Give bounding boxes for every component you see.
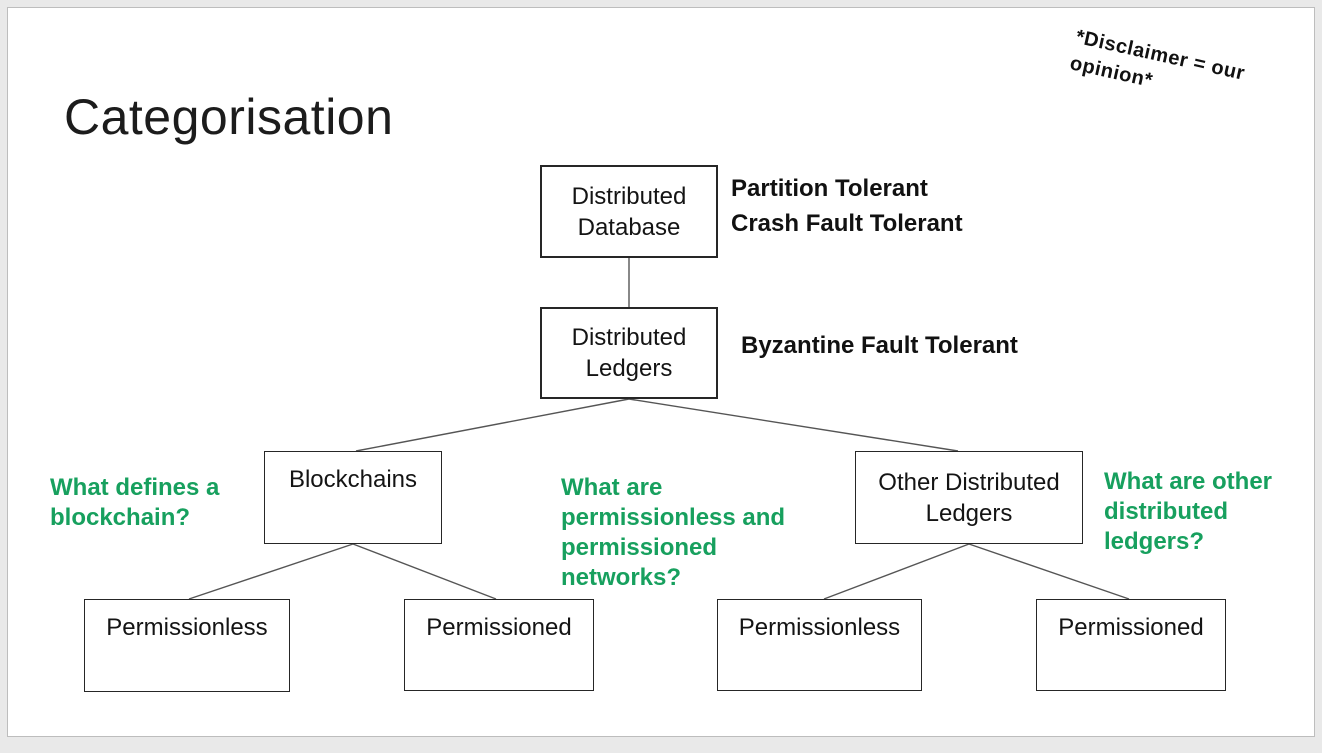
node-permissionless-blockchains: Permissionless: [84, 599, 290, 692]
node-label: Permissionless: [106, 614, 268, 641]
node-permissioned-other: Permissioned: [1036, 599, 1226, 691]
question-center: What are permissionless and permissioned…: [561, 473, 785, 593]
node-label: Ledgers: [925, 499, 1013, 527]
annotation-distributed-ledgers: Byzantine Fault Tolerant: [741, 328, 1018, 363]
question-line: permissionless and: [561, 504, 786, 531]
annotation-line: Crash Fault Tolerant: [731, 210, 963, 237]
question-line: ledgers?: [1104, 528, 1205, 555]
page-title: Categorisation: [64, 89, 394, 145]
question-line: What are other: [1104, 468, 1273, 495]
node-label: Database: [577, 213, 681, 241]
connector-line: [823, 543, 970, 600]
question-left: What defines a blockchain?: [50, 473, 219, 533]
node-label: Permissionless: [738, 614, 901, 641]
question-line: permissioned: [561, 534, 718, 561]
node-label: Distributed: [571, 324, 687, 351]
annotation-line: Partition Tolerant: [731, 175, 928, 202]
node-permissioned-blockchains: Permissioned: [404, 599, 594, 691]
node-permissionless-other: Permissionless: [717, 599, 922, 691]
question-line: What defines a: [50, 474, 220, 501]
slide-canvas: Categorisation *Disclaimer = our opinion…: [7, 7, 1315, 737]
question-line: distributed: [1104, 498, 1228, 525]
connector-line: [352, 543, 497, 600]
connector-line: [188, 543, 354, 600]
annotation-line: Byzantine Fault Tolerant: [741, 332, 1018, 359]
node-label: Other Distributed: [878, 468, 1060, 496]
node-label: Blockchains: [288, 466, 418, 493]
question-line: blockchain?: [50, 504, 191, 531]
question-line: networks?: [561, 564, 682, 591]
node-other-distributed-ledgers: Other Distributed Ledgers: [855, 451, 1083, 544]
connector-line: [628, 398, 959, 452]
node-distributed-database: Distributed Database: [540, 165, 718, 258]
node-label: Ledgers: [585, 355, 673, 382]
node-distributed-ledgers: Distributed Ledgers: [540, 307, 718, 399]
node-label: Permissioned: [426, 614, 572, 641]
node-label: Permissioned: [1058, 614, 1204, 641]
node-label: Distributed: [571, 182, 687, 210]
connector-line: [355, 398, 630, 452]
disclaimer-note: *Disclaimer = our opinion*: [1067, 24, 1286, 123]
question-line: What are: [561, 474, 663, 501]
question-right: What are other distributed ledgers?: [1104, 467, 1272, 557]
node-blockchains: Blockchains: [264, 451, 442, 544]
annotation-distributed-database: Partition Tolerant Crash Fault Tolerant: [731, 171, 963, 241]
